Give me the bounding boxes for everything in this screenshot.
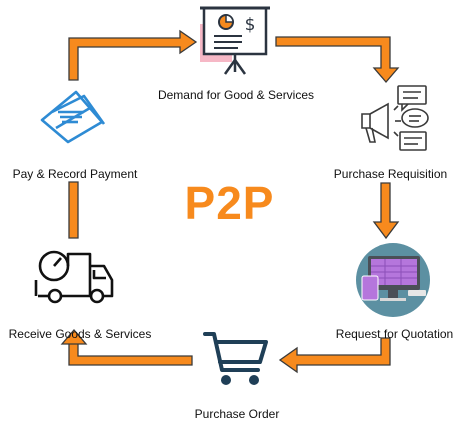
step-label-quotation: Request for Quotation xyxy=(335,327,454,341)
megaphone-chat-icon xyxy=(361,85,429,151)
arrow-quotation-to-order xyxy=(278,337,391,374)
svg-text:$: $ xyxy=(245,15,256,35)
presentation-board-icon: $ xyxy=(200,6,270,75)
credit-card-icon xyxy=(40,90,106,144)
step-label-requisition: Purchase Requisition xyxy=(333,167,448,181)
arrow-pay-to-demand xyxy=(68,29,198,81)
arrow-order-to-receive-body xyxy=(68,339,193,366)
step-label-receive: Receive Goods & Services xyxy=(8,327,152,341)
arrow-receive-to-pay xyxy=(68,181,79,239)
delivery-truck-icon xyxy=(34,250,114,304)
arrow-requisition-to-quotation xyxy=(372,182,400,240)
step-label-pay: Pay & Record Payment xyxy=(12,167,138,181)
arrow-order-to-receive-head xyxy=(60,329,88,345)
diagram-title: P2P xyxy=(184,177,275,229)
computer-monitor-icon xyxy=(356,243,430,317)
step-label-order: Purchase Order xyxy=(194,407,280,421)
arrow-demand-to-requisition xyxy=(275,36,400,83)
shopping-cart-icon xyxy=(203,332,268,385)
step-label-demand: Demand for Good & Services xyxy=(157,88,315,102)
